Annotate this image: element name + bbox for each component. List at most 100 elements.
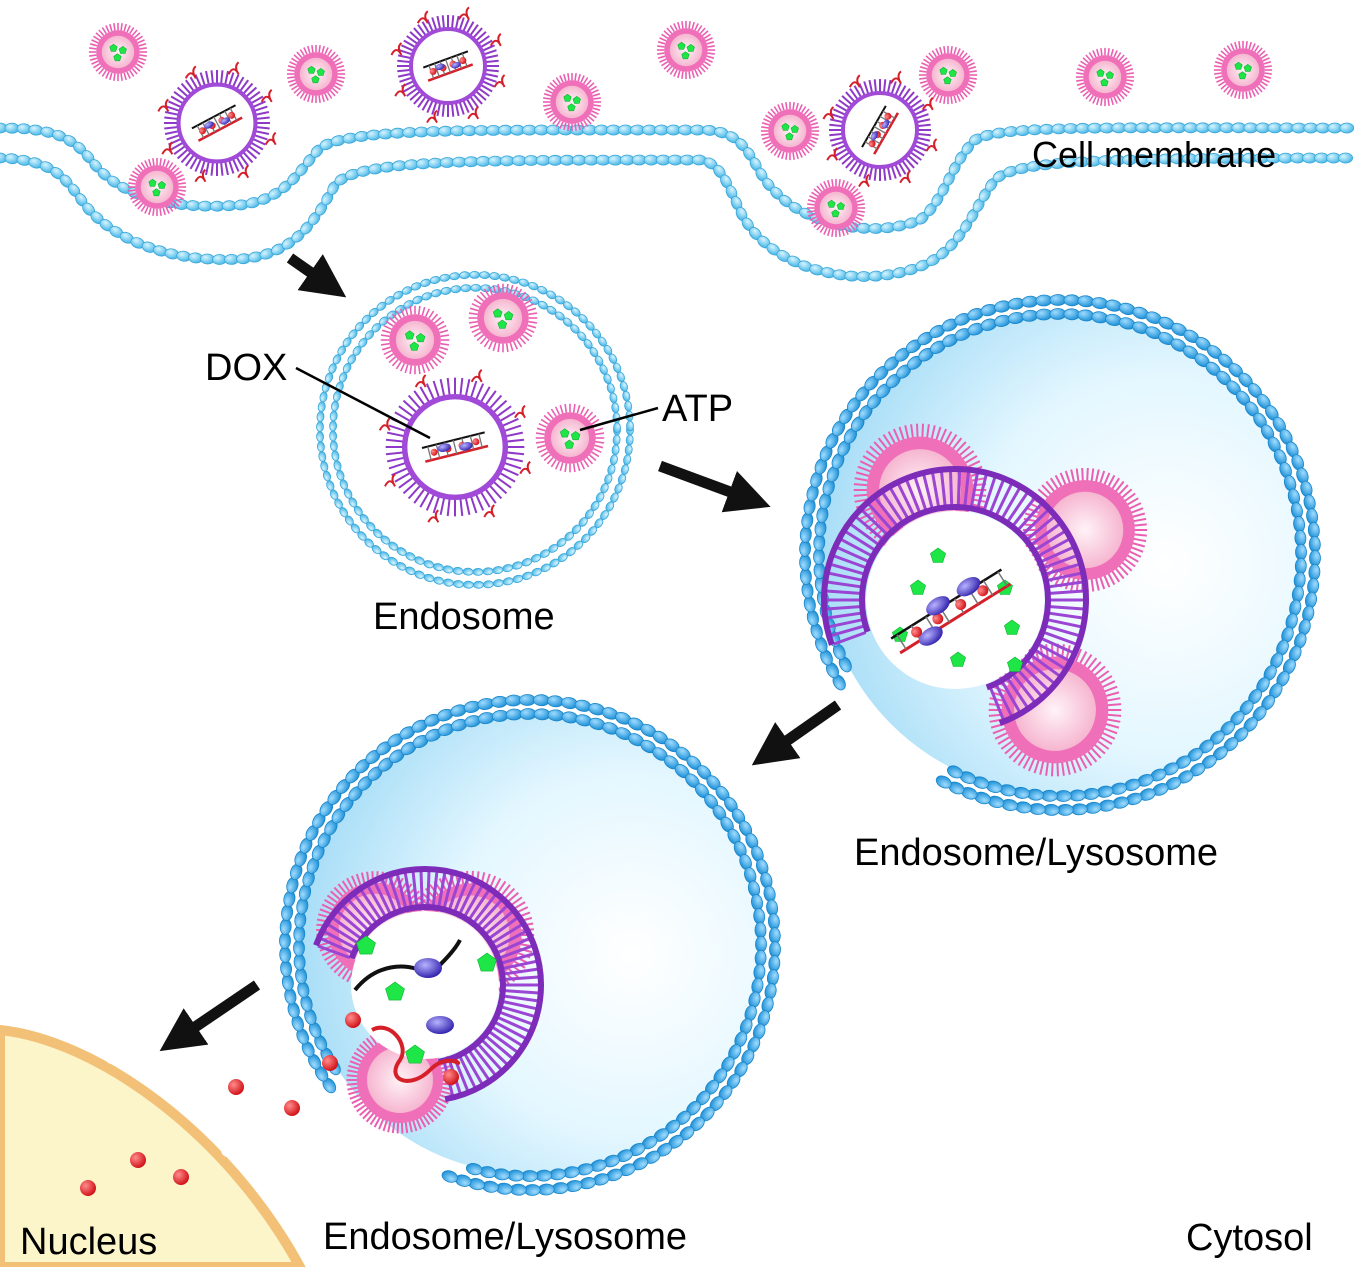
protein xyxy=(426,1016,454,1034)
atp-molecule xyxy=(567,103,576,112)
arrow-to-lysosome xyxy=(658,460,771,513)
dox-molecule xyxy=(80,1180,96,1196)
aptamer-tag xyxy=(483,504,496,518)
right-fusion-complex xyxy=(821,423,1148,777)
dna-duplex xyxy=(861,105,900,155)
atp-molecule xyxy=(827,199,836,208)
aptamer-tag xyxy=(848,74,861,88)
atp-molecule xyxy=(109,43,118,52)
aptamer-tag xyxy=(378,417,391,431)
endosome xyxy=(316,270,634,589)
dox-molecule xyxy=(429,67,437,75)
membranes xyxy=(0,122,1354,1196)
atp-molecule xyxy=(790,125,799,133)
label-endosome-lysosome-bottom: Endosome/Lysosome xyxy=(323,1216,687,1258)
atp-molecule xyxy=(1004,619,1020,635)
atp-molecule xyxy=(677,41,686,50)
dox-molecule xyxy=(130,1152,146,1168)
atp-liposome xyxy=(468,283,538,353)
nucleus-body xyxy=(0,1024,306,1267)
nucleus xyxy=(0,1024,306,1267)
protein xyxy=(203,121,214,129)
atp-molecule xyxy=(1007,656,1023,672)
aptamer-tag xyxy=(390,42,403,56)
dox-molecule xyxy=(911,626,923,638)
endosome-outer-ring xyxy=(316,270,634,589)
atp-molecule xyxy=(559,428,570,438)
dox-molecule xyxy=(443,1069,459,1085)
aptamer-tag xyxy=(414,374,427,388)
aptamer-tag xyxy=(260,89,273,103)
dox-molecule xyxy=(868,140,876,148)
protein xyxy=(919,626,943,646)
aptamer-liposome xyxy=(157,61,277,183)
label-dox: DOX xyxy=(205,347,287,389)
dox-molecule xyxy=(977,585,989,597)
dox-molecule xyxy=(472,438,480,446)
aptamer-tag xyxy=(427,509,440,523)
atp-molecule xyxy=(415,333,426,343)
atp-molecule xyxy=(118,46,127,54)
process-arrows xyxy=(159,253,842,1052)
aptamer-tag xyxy=(426,109,438,124)
released-aptamer-strand xyxy=(371,1025,461,1083)
dox-molecule xyxy=(430,448,438,456)
label-nucleus: Nucleus xyxy=(20,1221,157,1263)
atp-liposome xyxy=(535,403,605,473)
atp-liposome xyxy=(918,45,978,105)
atp-molecule xyxy=(831,209,840,218)
nuclear-pores xyxy=(105,1050,235,1157)
aptamer-liposome xyxy=(378,369,532,523)
atp-liposome xyxy=(88,22,148,82)
atp-molecule xyxy=(492,308,503,318)
atp-molecule xyxy=(113,53,122,62)
atp-molecule xyxy=(1238,71,1247,80)
label-atp: ATP xyxy=(662,388,733,430)
atp-molecule xyxy=(943,76,952,85)
vesicles xyxy=(88,6,1273,1134)
cell-membrane-outer-leaflet xyxy=(0,122,1354,234)
atp-liposome xyxy=(806,178,866,238)
protein xyxy=(459,442,473,451)
aptamer-tag xyxy=(925,138,938,152)
dox-trail xyxy=(80,1012,459,1196)
protein xyxy=(437,443,451,452)
dox-molecule xyxy=(955,598,967,610)
atp-molecule xyxy=(356,935,376,955)
atp-liposome xyxy=(542,72,602,132)
atp-liposome xyxy=(760,101,820,161)
dna-duplex xyxy=(421,431,489,463)
aptamer-tag xyxy=(184,65,197,79)
dox-leader-line xyxy=(295,366,431,440)
fused-aptamer-membrane xyxy=(313,865,544,1103)
cell-membrane-inner-leaflet xyxy=(0,152,1353,282)
atp-molecule xyxy=(1105,71,1114,79)
aptamer-tag xyxy=(157,98,170,112)
aptamer-tag xyxy=(826,147,839,161)
dox-molecule xyxy=(173,1169,189,1185)
aptamer-tag xyxy=(237,164,250,179)
atp-molecule xyxy=(1100,78,1109,87)
released-dna-duplex xyxy=(890,568,1012,655)
bottom-released-cargo xyxy=(353,935,497,1083)
lysosome-bottom-inner-membrane xyxy=(293,708,767,1182)
protein xyxy=(414,958,442,978)
aptamer-tag xyxy=(858,173,870,188)
dox-molecule xyxy=(228,111,236,119)
aptamer-tag xyxy=(489,33,502,47)
aptamer-tag xyxy=(514,404,526,419)
atp-molecule xyxy=(563,93,572,102)
aptamer-tag xyxy=(416,10,429,24)
protein xyxy=(926,596,950,616)
atp-molecule xyxy=(570,431,581,441)
protein xyxy=(956,577,981,597)
label-endosome: Endosome xyxy=(373,596,555,638)
lysosome-right-outer-membrane xyxy=(799,294,1321,816)
labels: Cell membrane DOX ATP Endosome Endosome/… xyxy=(20,134,1313,1263)
aptamer-tag xyxy=(227,61,240,75)
molecules xyxy=(80,547,1023,1196)
label-cytosol: Cytosol xyxy=(1186,1217,1313,1259)
atp-liposome xyxy=(127,157,187,217)
atp-molecule xyxy=(686,44,695,52)
label-cell-membrane: Cell membrane xyxy=(1032,134,1276,175)
